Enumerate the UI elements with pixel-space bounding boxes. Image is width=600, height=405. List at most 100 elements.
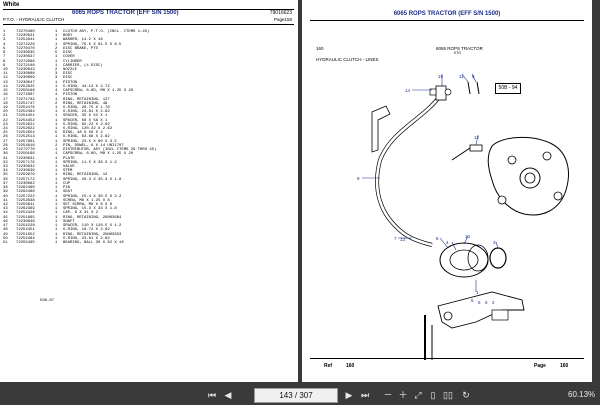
quantity: 5 [55, 131, 58, 136]
zoom-out-icon[interactable]: － [383, 390, 393, 400]
viewer-toolbar: ⏮ ◀ 143 / 307 ▶ ⏭ － ＋ ⤢ ▯ ▯▯ ↻ 60.13% [0, 384, 600, 405]
part-number: 72230608 [16, 72, 35, 77]
part-number: 72230662 [16, 181, 35, 186]
quantity: 1 [55, 202, 58, 207]
part-number: 72252621 [16, 122, 35, 127]
part-number: 72262466 [16, 190, 35, 195]
description: CAPSCREW, 8-HD, M8 X 1.25 X 28 [63, 89, 134, 94]
ref-number: 22 [3, 118, 8, 123]
fit-icon[interactable]: ⤢ [414, 390, 422, 400]
ref-number: 5 [3, 46, 6, 51]
quantity: 1 [55, 198, 58, 203]
description: CUP [63, 181, 71, 186]
description: RING, RETAINING, 2UN63664 [63, 215, 122, 220]
description: VALVE [63, 165, 75, 169]
zoom-in-icon[interactable]: ＋ [398, 390, 408, 400]
part-number: 72252464 [16, 236, 35, 241]
part-number: 72252622 [16, 127, 35, 132]
description: RING, RETAINING, 12 [63, 173, 108, 178]
quantity: 1 [55, 156, 58, 161]
description: PIN [63, 186, 71, 191]
part-number: 72257176 [16, 160, 35, 165]
callout-number: 4 [446, 240, 449, 245]
description: SPACER, 35 X 52 X 1 [63, 114, 108, 119]
footer-rule [310, 358, 584, 359]
ref-number: 42 [3, 202, 8, 207]
next-page-icon[interactable]: ▶ [345, 390, 353, 400]
ref-number: 39 [3, 190, 8, 195]
part-number: 72252513 [16, 135, 35, 140]
ref-number: 11 [3, 72, 8, 77]
quantity: 1 [55, 55, 58, 60]
first-page-icon[interactable]: ⏮ [207, 390, 217, 400]
quantity: 1 [55, 224, 58, 229]
ref-number: 4 [3, 42, 6, 47]
ref-number: 28 [3, 143, 8, 148]
description: SCREW, M8 X 1.25 X 8 [63, 198, 110, 203]
description: NOZZLE [63, 67, 78, 72]
ref-number: 7 [3, 55, 6, 60]
description: PISTON [63, 80, 78, 85]
description: DISC [63, 51, 73, 56]
o-ring [467, 244, 489, 272]
part-number: 72230643 [16, 67, 35, 72]
ref-number: 29 [3, 148, 8, 153]
lever-arm [437, 291, 525, 329]
ref-number: 25 [3, 131, 8, 136]
ref-number: 18 [3, 101, 8, 106]
ref-number: 36 [3, 177, 8, 182]
part-number: 72251695 [16, 215, 35, 220]
header-rule [3, 9, 294, 10]
quantity: 1 [55, 59, 58, 64]
part-number: 72230648 [16, 219, 35, 224]
ref-number: 27 [3, 139, 8, 144]
quantity: 1 [55, 42, 58, 47]
part-number: 72257222 [16, 194, 35, 199]
rotate-icon[interactable]: ↻ [462, 390, 470, 400]
two-page-icon[interactable]: ▯▯ [443, 390, 453, 400]
ref-number: 47 [3, 224, 8, 229]
callout-number: 6 [436, 236, 439, 241]
callout-number: 7 [394, 236, 397, 241]
part-number: 72270470 [16, 46, 35, 51]
single-page-icon[interactable]: ▯ [430, 390, 436, 400]
description: WASHER, 14.2 X 18 [63, 38, 103, 43]
quantity: 1 [55, 135, 58, 140]
quantity: 1 [55, 211, 58, 216]
part-number: 72250196 [16, 89, 35, 94]
description: SPRING, 23.5 X 60 X 3.5 [63, 139, 117, 144]
part-number: 72230635 [16, 51, 35, 56]
callout-number: 14 [405, 88, 411, 93]
page-indicator-input[interactable]: 143 / 307 [254, 388, 338, 403]
quantity: 3 [55, 72, 58, 77]
part-number: 72252476 [16, 105, 35, 110]
quantity: 1 [55, 152, 58, 157]
last-page-icon[interactable]: ⏭ [360, 390, 370, 400]
left-page: White 6065 ROPS TRACTOR (EFF S/N 1500) 7… [0, 0, 298, 382]
ref-number: 3 [3, 38, 6, 43]
description: O-RING, 23.81 X 2.62 [63, 236, 110, 241]
part-number: 72230647 [16, 80, 35, 85]
ref-number: 34 [3, 169, 8, 174]
part-number: 72254228 [16, 224, 35, 229]
description: SPRING, 15.4 X 30.5 X 2.2 [63, 194, 122, 199]
description: O-RING, 23.81 X 2.62 [63, 110, 110, 115]
quantity: 1 [55, 165, 58, 169]
quantity: 1 [55, 97, 58, 102]
diagram-reference-badge: 50B - 94 [495, 83, 521, 94]
ref-number: 12 [3, 76, 8, 81]
description: BODY [63, 34, 73, 39]
prev-page-icon[interactable]: ◀ [224, 390, 232, 400]
quantity: 1 [55, 173, 58, 178]
